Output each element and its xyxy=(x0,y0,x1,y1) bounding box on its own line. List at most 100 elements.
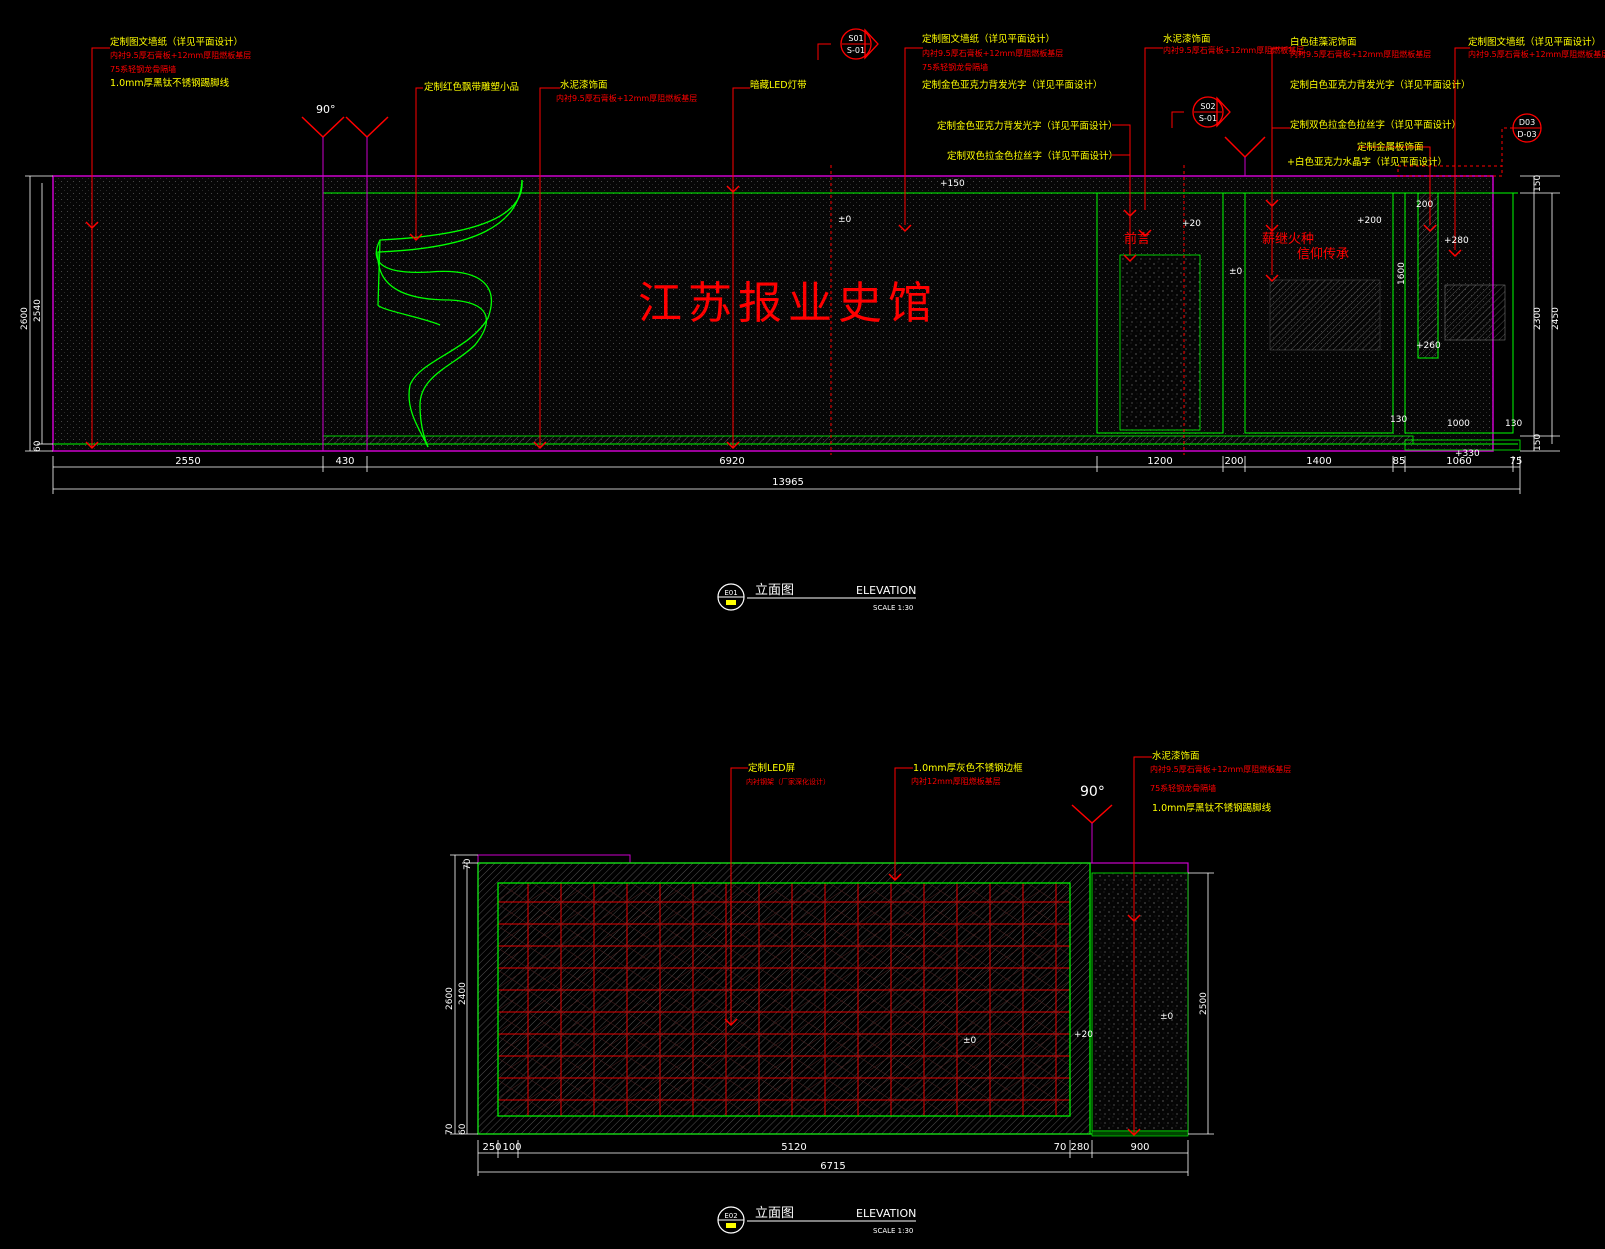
hall-title: 江苏报业史馆 xyxy=(638,278,938,329)
dim-left: 60 xyxy=(458,1123,468,1135)
dim-right: 2450 xyxy=(1551,307,1561,330)
callout-11-l2: +白色亚克力水晶字（详见平面设计） xyxy=(1287,156,1447,168)
dim-left: 2540 xyxy=(33,299,43,322)
dim-left: 2600 xyxy=(445,987,455,1010)
callout-9-l1: 白色硅藻泥饰面 xyxy=(1290,36,1357,48)
dimension-right-e01 xyxy=(1520,175,1560,452)
callout-3-l2: 内衬9.5厚石膏板+12mm厚阻燃板基层 xyxy=(556,93,697,103)
title-block-e01: E01 立面图 ELEVATION SCALE 1:30 xyxy=(717,583,916,612)
callout-8-l2: 内衬9.5厚石膏板+12mm厚阻燃板基层 xyxy=(1163,45,1304,55)
dim-bottom: 85 xyxy=(1393,456,1406,467)
dimension-lines-e02 xyxy=(477,1140,1189,1176)
angle-label: 90° xyxy=(316,103,336,116)
dim-bottom: 1200 xyxy=(1147,456,1172,467)
preface-texture xyxy=(1119,254,1201,431)
callout-cement-l2: 内衬9.5厚石膏板+12mm厚阻燃板基层 xyxy=(1150,764,1291,774)
level-mark: +200 xyxy=(1357,216,1382,226)
title-e02-en: ELEVATION xyxy=(856,1207,916,1220)
callout-4-l1: 暗藏LED灯带 xyxy=(750,79,807,91)
leaders-e02 xyxy=(730,756,1152,1134)
dim-right: 2500 xyxy=(1199,992,1209,1015)
dim-bottom: 75 xyxy=(1510,456,1523,467)
dim-left: 60 xyxy=(33,440,43,452)
title-e01-id: E01 xyxy=(724,589,737,597)
level-mark: ±0 xyxy=(1160,1012,1174,1022)
title-e01-en: ELEVATION xyxy=(856,584,916,597)
callout-led-l1: 定制LED屏 xyxy=(748,762,795,774)
preface-panel xyxy=(1096,192,1224,434)
level-mark: +20 xyxy=(1182,219,1201,229)
dimension-lines-e01 xyxy=(52,456,1521,494)
callouts-e02: 定制LED屏 内衬钢架（厂家深化设计） 1.0mm厚灰色不锈钢边框 内衬12mm… xyxy=(746,750,1291,814)
ribbon-sculpture xyxy=(375,179,523,448)
section-mark-s01: S01 S-01 xyxy=(817,28,879,60)
elevation-e02: 90° 定制LED屏 内衬钢架（厂家深化设计） 1.0mm厚灰色不锈钢边框 内衬… xyxy=(445,750,1291,1235)
dim-right: 150 xyxy=(1533,434,1543,451)
baseboard-e02 xyxy=(1091,1130,1189,1137)
callouts-e01: 定制图文墙纸（详见平面设计） 内衬9.5厚石膏板+12mm厚阻燃板基层 75系轻… xyxy=(110,33,1605,168)
leader-arrows-e01 xyxy=(85,185,1462,450)
detail-box-d03 xyxy=(1397,165,1503,177)
motto-panel xyxy=(1244,192,1394,434)
inner-dim: 130 xyxy=(1505,419,1522,429)
title-e02-id: E02 xyxy=(724,1212,737,1220)
callout-cement-l4: 1.0mm厚黑钛不锈钢踢脚线 xyxy=(1152,802,1272,814)
title-e02-scale: SCALE 1:30 xyxy=(873,1227,913,1235)
section-d03-top: D03 xyxy=(1519,118,1535,127)
level-mark: ±0 xyxy=(1229,267,1243,277)
level-mark: +260 xyxy=(1416,341,1441,351)
dim-left: 70 xyxy=(445,1123,455,1135)
inner-dim: 130 xyxy=(1390,415,1407,425)
leader-arrows-e02 xyxy=(724,873,1141,1137)
callout-7-l1: 定制双色拉金色拉丝字（详见平面设计） xyxy=(947,150,1118,162)
callout-1-l4: 1.0mm厚黑钛不锈钢踢脚线 xyxy=(110,77,230,89)
dim-right: 2300 xyxy=(1533,307,1543,330)
dim-left: 2400 xyxy=(458,982,468,1005)
level-mark: +150 xyxy=(940,179,965,189)
wall-e01 xyxy=(52,175,1494,452)
callout-2-l1: 定制红色飘带雕塑小品 xyxy=(424,81,519,93)
callout-5-l2: 内衬9.5厚石膏板+12mm厚阻燃板基层 xyxy=(922,48,1063,58)
callout-cement-l3: 75系轻钢龙骨隔墙 xyxy=(1150,783,1216,793)
inner-dim: 1000 xyxy=(1447,419,1470,429)
led-screen xyxy=(497,882,1071,1117)
callout-1-l1: 定制图文墙纸（详见平面设计） xyxy=(110,36,243,48)
dim-total: 13965 xyxy=(772,477,804,488)
callout-1-l3: 75系轻钢龙骨隔墙 xyxy=(110,64,176,74)
callout-9-l2: 内衬9.5厚石膏板+12mm厚阻燃板基层 xyxy=(1290,49,1431,59)
title-block-e02: E02 立面图 ELEVATION SCALE 1:30 xyxy=(717,1206,916,1235)
dim-bottom: 900 xyxy=(1130,1142,1149,1153)
dim-right: 150 xyxy=(1533,175,1543,192)
callout-9-l3: 定制白色亚克力背发光字（详见平面设计） xyxy=(1290,79,1471,91)
section-s01-bottom: S-01 xyxy=(847,46,865,55)
level-mark: +280 xyxy=(1444,236,1469,246)
level-mark: +330 xyxy=(1455,449,1480,459)
callout-led-l2: 内衬钢架（厂家深化设计） xyxy=(746,777,830,786)
leaders-e01 xyxy=(91,47,1470,448)
dimension-left-e01 xyxy=(25,175,53,452)
dim-bottom: 280 xyxy=(1070,1142,1089,1153)
angle-symbol xyxy=(1071,804,1113,825)
section-s01-top: S01 xyxy=(848,34,863,43)
dim-left: 2600 xyxy=(20,307,30,330)
section-d03-bottom: D-03 xyxy=(1517,130,1536,139)
inner-dim: 1600 xyxy=(1397,262,1407,285)
level-mark: ±0 xyxy=(838,215,852,225)
callout-1-l2: 内衬9.5厚石膏板+12mm厚阻燃板基层 xyxy=(110,50,251,60)
angle-label: 90° xyxy=(1080,784,1105,800)
dim-bottom: 200 xyxy=(1224,456,1243,467)
dim-bottom: 2550 xyxy=(175,456,200,467)
callout-10-l1: 定制双色拉金色拉丝字（详见平面设计） xyxy=(1290,119,1461,131)
elevation-e01: 江苏报业史馆 前言 薪继火种 信仰传承 90° xyxy=(20,28,1605,612)
dimension-right-e02 xyxy=(1188,872,1214,1135)
callout-cement-l1: 水泥漆饰面 xyxy=(1152,750,1200,762)
dim-total: 6715 xyxy=(820,1161,845,1172)
dim-bottom: 1060 xyxy=(1446,456,1471,467)
right-base xyxy=(1404,439,1521,451)
callout-frame-l1: 1.0mm厚灰色不锈钢边框 xyxy=(913,762,1023,774)
dim-bottom: 430 xyxy=(335,456,354,467)
cement-wall-panel xyxy=(1091,872,1189,1132)
dim-bottom: 100 xyxy=(502,1142,521,1153)
dim-bottom: 70 xyxy=(1054,1142,1067,1153)
dimension-left-e02 xyxy=(450,854,478,1135)
